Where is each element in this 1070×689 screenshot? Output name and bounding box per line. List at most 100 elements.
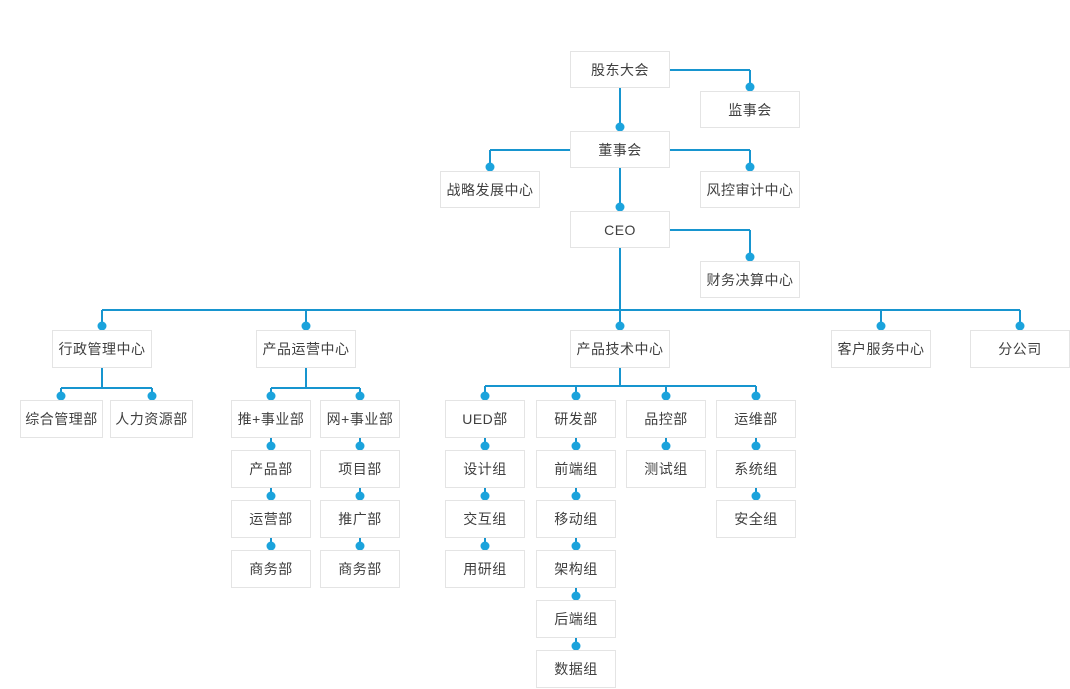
connector-dot xyxy=(571,541,581,551)
org-node-label: 项目部 xyxy=(338,461,382,477)
connector-line xyxy=(619,248,621,326)
org-node-interaction-group: 交互组 xyxy=(445,500,525,538)
org-node-risk-audit-center: 风控审计中心 xyxy=(700,171,800,208)
connector-dot xyxy=(876,321,886,331)
org-node-label: 监事会 xyxy=(728,101,772,118)
org-node-shareholders-meeting: 股东大会 xyxy=(570,51,670,88)
connector-dot xyxy=(355,491,365,501)
connector-line xyxy=(490,149,570,151)
org-node-general-management-dept: 综合管理部 xyxy=(20,400,103,438)
connector-line xyxy=(489,150,491,167)
connector-line xyxy=(102,309,1020,311)
connector-dot xyxy=(485,162,495,172)
connector-dot xyxy=(751,491,761,501)
connector-dot xyxy=(571,641,581,651)
org-node-label: 推广部 xyxy=(338,511,382,527)
org-node-label: 商务部 xyxy=(249,561,293,577)
connector-line xyxy=(619,88,621,127)
connector-dot xyxy=(97,321,107,331)
org-node-promotion-dept: 推广部 xyxy=(320,500,400,538)
org-node-label: 交互组 xyxy=(463,511,507,527)
connector-dot xyxy=(571,591,581,601)
org-node-label: 产品技术中心 xyxy=(576,341,664,357)
connector-dot xyxy=(355,541,365,551)
org-node-label: 产品运营中心 xyxy=(262,341,350,357)
org-node-label: 推+事业部 xyxy=(237,411,305,427)
connector-dot xyxy=(745,82,755,92)
org-node-operations-dept: 运营部 xyxy=(231,500,311,538)
org-node-backend-group: 后端组 xyxy=(536,600,616,638)
connector-dot xyxy=(266,541,276,551)
org-node-label: 商务部 xyxy=(338,561,382,577)
connector-dot xyxy=(745,162,755,172)
connector-line xyxy=(101,368,103,388)
org-node-label: 综合管理部 xyxy=(25,411,98,427)
connector-line xyxy=(755,386,757,396)
org-node-label: 研发部 xyxy=(554,411,598,427)
org-node-label: 用研组 xyxy=(463,561,507,577)
connector-dot xyxy=(480,491,490,501)
org-node-label: 设计组 xyxy=(463,461,507,477)
org-node-label: 数据组 xyxy=(554,661,598,677)
connector-line xyxy=(619,168,621,207)
org-node-label: 安全组 xyxy=(734,511,778,527)
org-node-label: 前端组 xyxy=(554,461,598,477)
connector-line xyxy=(670,149,750,151)
connector-dot xyxy=(480,441,490,451)
org-node-label: CEO xyxy=(604,221,636,238)
org-node-label: 品控部 xyxy=(644,411,688,427)
org-node-label: 分公司 xyxy=(998,341,1042,357)
connector-line xyxy=(619,368,621,386)
connector-line xyxy=(305,368,307,388)
org-node-label: 财务决算中心 xyxy=(706,271,794,288)
org-node-design-group: 设计组 xyxy=(445,450,525,488)
org-node-system-group: 系统组 xyxy=(716,450,796,488)
connector-line xyxy=(575,386,577,396)
connector-line xyxy=(880,310,882,326)
connector-dot xyxy=(266,441,276,451)
org-node-strategic-development-center: 战略发展中心 xyxy=(440,171,540,208)
org-node-human-resources-dept: 人力资源部 xyxy=(110,400,193,438)
org-node-label: 行政管理中心 xyxy=(58,341,146,357)
org-node-label: 后端组 xyxy=(554,611,598,627)
connector-dot xyxy=(571,491,581,501)
org-node-ceo: CEO xyxy=(570,211,670,248)
org-node-tui-plus-division: 推+事业部 xyxy=(231,400,311,438)
org-node-label: 人力资源部 xyxy=(115,411,188,427)
org-node-label: 客户服务中心 xyxy=(837,341,925,357)
org-node-mobile-group: 移动组 xyxy=(536,500,616,538)
connector-dot xyxy=(571,391,581,401)
org-node-frontend-group: 前端组 xyxy=(536,450,616,488)
connector-line xyxy=(485,385,756,387)
connector-line xyxy=(665,386,667,396)
org-node-product-technology-center: 产品技术中心 xyxy=(570,330,670,368)
connector-line xyxy=(670,229,750,231)
connector-dot xyxy=(615,202,625,212)
connector-line xyxy=(1019,310,1021,326)
org-node-branch-company: 分公司 xyxy=(970,330,1070,368)
connector-line xyxy=(484,386,486,396)
org-node-rnd-dept: 研发部 xyxy=(536,400,616,438)
org-node-label: 产品部 xyxy=(249,461,293,477)
org-node-label: 董事会 xyxy=(598,141,642,158)
org-node-wang-plus-division: 网+事业部 xyxy=(320,400,400,438)
connector-dot xyxy=(147,391,157,401)
org-node-financial-settlement-center: 财务决算中心 xyxy=(700,261,800,298)
org-node-architecture-group: 架构组 xyxy=(536,550,616,588)
connector-line xyxy=(271,387,360,389)
connector-dot xyxy=(571,441,581,451)
connector-dot xyxy=(1015,321,1025,331)
org-node-business-dept-2: 商务部 xyxy=(320,550,400,588)
org-node-quality-control-dept: 品控部 xyxy=(626,400,706,438)
org-node-label: 战略发展中心 xyxy=(446,181,534,198)
org-node-testing-group: 测试组 xyxy=(626,450,706,488)
connector-dot xyxy=(661,391,671,401)
connector-line xyxy=(749,70,751,87)
org-node-security-group: 安全组 xyxy=(716,500,796,538)
connector-line xyxy=(305,310,307,326)
org-node-label: 移动组 xyxy=(554,511,598,527)
org-node-business-dept-1: 商务部 xyxy=(231,550,311,588)
connector-dot xyxy=(480,541,490,551)
org-node-label: 系统组 xyxy=(734,461,778,477)
